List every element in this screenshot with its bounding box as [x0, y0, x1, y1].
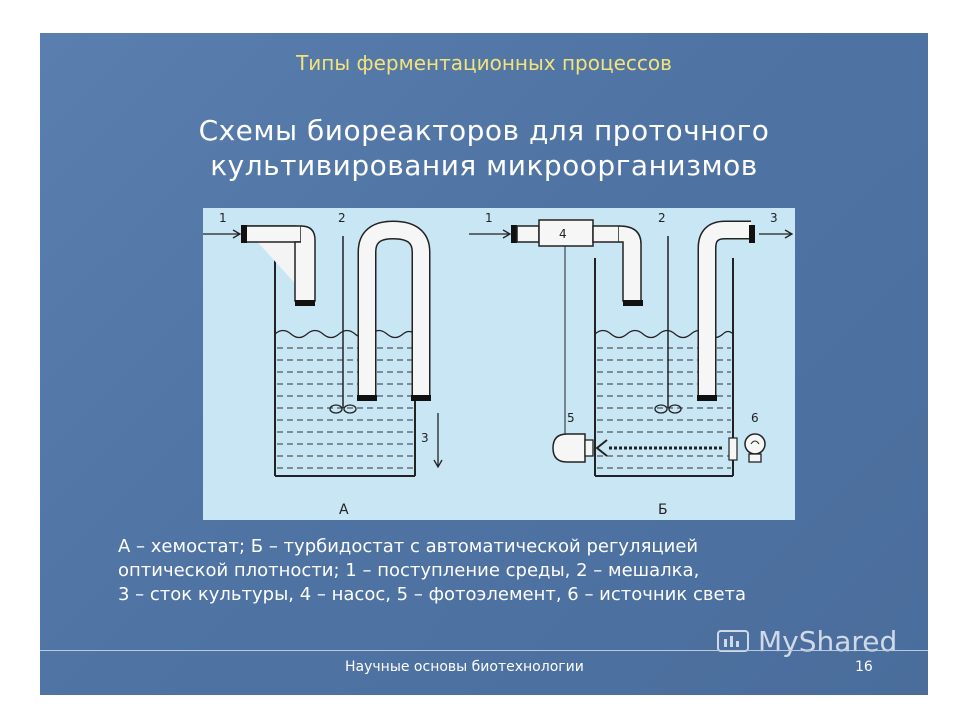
- label-b-5: 5: [567, 411, 575, 425]
- reactor-b-label: Б: [658, 502, 668, 518]
- pump-box: [538, 219, 594, 247]
- reactor-b: 1 4 2: [469, 211, 794, 518]
- label-b-1: 1: [485, 211, 493, 225]
- caption-line-2: оптической плотности; 1 – поступление ср…: [118, 560, 700, 581]
- label-b-2: 2: [658, 211, 666, 225]
- liquid-lines-a: [277, 347, 413, 469]
- caption-line-1: А – хемостат; Б – турбидостат с автомати…: [118, 536, 699, 557]
- diagram-caption: А – хемостат; Б – турбидостат с автомати…: [118, 535, 898, 607]
- footer-divider: [40, 650, 928, 651]
- title-line-2: культивирования микроорганизмов: [210, 149, 758, 182]
- photocell: [552, 433, 594, 463]
- inlet-pipe-a: [241, 225, 316, 306]
- watermark-logo-icon: [717, 630, 749, 652]
- slide-title: Схемы биореакторов для проточного культи…: [40, 113, 928, 183]
- bioreactor-diagram: 1 2 3 А: [203, 208, 795, 520]
- label-a-1: 1: [219, 211, 227, 225]
- slide: Типы ферментационных процессов Схемы био…: [40, 33, 928, 695]
- footer-text: Научные основы биотехнологии: [345, 659, 584, 675]
- outlet-pipe-a: [357, 220, 431, 401]
- slide-topic: Типы ферментационных процессов: [296, 51, 672, 75]
- page-number: 16: [855, 659, 873, 675]
- caption-line-3: 3 – сток культуры, 4 – насос, 5 – фотоэл…: [118, 584, 747, 605]
- reactor-a: 1 2 3 А: [203, 211, 443, 518]
- title-line-1: Схемы биореакторов для проточного: [198, 114, 770, 147]
- inlet-pipe-b: 4: [511, 219, 643, 306]
- label-a-3: 3: [421, 431, 429, 445]
- stirrer-b: [654, 236, 682, 414]
- label-a-2: 2: [338, 211, 346, 225]
- light-bulb-icon: [744, 433, 766, 463]
- label-b-6: 6: [751, 411, 759, 425]
- stirrer-a: [329, 236, 357, 414]
- label-b-4: 4: [559, 227, 567, 241]
- label-b-3: 3: [770, 211, 778, 225]
- watermark-text: MyShared: [758, 625, 898, 658]
- reactor-a-label: А: [339, 502, 349, 518]
- outlet-pipe-b: [697, 220, 755, 401]
